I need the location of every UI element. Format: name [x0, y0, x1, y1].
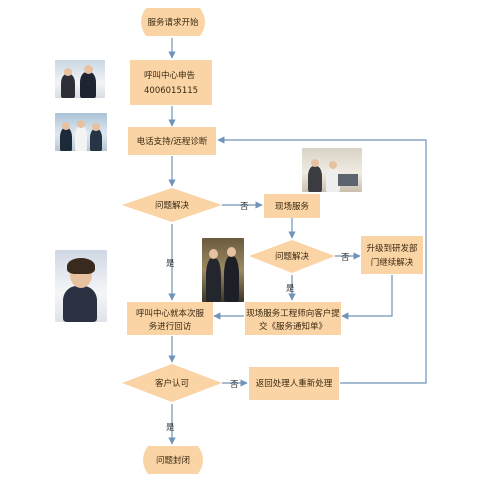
engineers-photo: [202, 238, 244, 302]
edge-label-resolved2-no: 否: [341, 253, 350, 263]
followup-node-line1: 呼叫中心就本次服: [136, 308, 205, 319]
end-node-label: 问题封闭: [156, 455, 190, 466]
escalate-node-line2: 门继续解决: [371, 257, 414, 268]
resolved2-decision: 问题解决: [249, 240, 335, 273]
onsite-node-label: 现场服务: [275, 201, 310, 212]
escalate-node-line1: 升级到研发部: [366, 243, 418, 254]
callcenter-node-label: 呼叫中心申告: [144, 70, 195, 81]
return-node-label: 返回处理人重新处理: [256, 378, 333, 389]
edge-label-resolved2-yes: 是: [286, 284, 295, 294]
edge-return-diagnose: [217, 136, 427, 384]
customer-ok-label: 客户认可: [155, 378, 190, 389]
meeting-photo: [302, 148, 362, 192]
call-center-agents-photo: [55, 60, 105, 98]
edge-escalate-engineer: [341, 275, 393, 320]
headset-agent-photo: [55, 250, 107, 322]
resolved2-decision-label: 问题解决: [275, 251, 310, 262]
return-node: 返回处理人重新处理: [249, 367, 339, 400]
diagnose-node-label: 电话支持/远程诊断: [137, 136, 208, 147]
end-node: 问题封闭: [143, 446, 203, 474]
followup-node: 呼叫中心就本次服 务进行回访: [127, 302, 213, 335]
escalate-node: 升级到研发部 门继续解决: [361, 236, 423, 274]
engineer-report-line1: 现场服务工程师向客户提: [246, 308, 340, 319]
edge-label-resolved1-no: 否: [240, 202, 249, 212]
office-team-photo: [55, 113, 107, 151]
callcenter-node-phone: 4006015115: [144, 86, 198, 96]
edge-label-customer-no: 否: [230, 380, 239, 390]
onsite-node: 现场服务: [264, 194, 320, 218]
callcenter-node: 呼叫中心申告 4006015115: [130, 60, 212, 105]
start-node-label: 服务请求开始: [147, 17, 199, 28]
followup-node-line2: 务进行回访: [149, 321, 192, 332]
resolved1-decision-label: 问题解决: [155, 200, 190, 211]
diagnose-node: 电话支持/远程诊断: [128, 127, 216, 155]
edge-label-resolved1-yes: 是: [166, 259, 175, 269]
edges: [168, 38, 427, 445]
resolved1-decision: 问题解决: [122, 188, 222, 222]
engineer-report-line2: 交《服务通知单》: [259, 321, 327, 332]
edge-label-customer-yes: 是: [166, 423, 175, 433]
engineer-report-node: 现场服务工程师向客户提 交《服务通知单》: [245, 302, 341, 335]
customer-ok-decision: 客户认可: [122, 364, 222, 402]
start-node: 服务请求开始: [141, 8, 205, 36]
